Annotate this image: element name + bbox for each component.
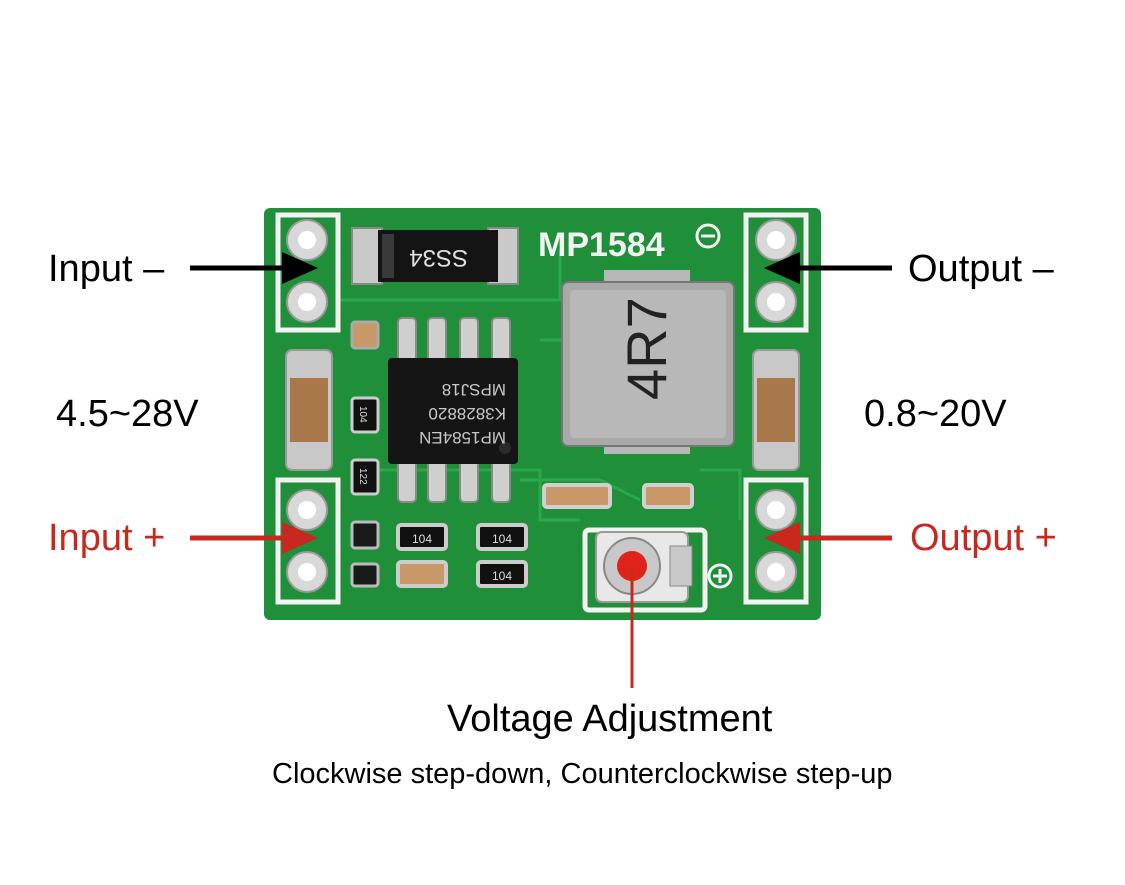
voltage-adjustment-subtitle: Clockwise step-down, Counterclockwise st… [272, 758, 893, 790]
silkscreen-frames [275, 212, 809, 613]
ic-marking-2: K3828820 [428, 404, 506, 423]
plus-symbol-icon [707, 563, 733, 589]
ic-marking-1: MP1584EN [419, 428, 506, 447]
through-hole-pads [286, 219, 797, 593]
ic-marking-3: MPSJ18 [442, 380, 506, 399]
output-plus-label: Output + [910, 517, 1057, 559]
input-voltage-range: 4.5~28V [56, 393, 199, 435]
ic-mp1584en: MP1584EN K3828820 MPSJ18 [388, 317, 518, 503]
pcb-traces [340, 250, 742, 522]
input-minus-label: Input – [48, 248, 165, 290]
resistor-104-c: 104 [492, 569, 512, 583]
output-minus-label: Output – [908, 248, 1054, 290]
resistor-122: 122 [357, 468, 368, 485]
input-capacitor [285, 349, 333, 471]
output-voltage-range: 0.8~20V [864, 393, 1007, 435]
output-plus-arrow [764, 522, 892, 554]
chip-name-silkscreen: MP1584 [538, 226, 665, 264]
minus-symbol-icon [695, 223, 721, 249]
input-minus-arrow [190, 252, 318, 284]
resistor-104-vertical: 104 [357, 406, 368, 423]
trimmer-potentiometer [595, 531, 693, 603]
pcb-board [264, 208, 821, 620]
resistor-104-a: 104 [412, 532, 432, 546]
inductor-marking: 4R7 [615, 297, 678, 400]
output-minus-arrow [764, 252, 892, 284]
input-plus-arrow [190, 522, 318, 554]
output-capacitor [752, 349, 800, 471]
diode-ss34: SS34 [351, 227, 519, 285]
smd-parts: 104 122 104 104 104 [350, 320, 694, 588]
diode-marking: SS34 [409, 244, 468, 271]
voltage-adjustment-title: Voltage Adjustment [447, 698, 773, 740]
resistor-104-b: 104 [492, 532, 512, 546]
input-plus-label: Input + [48, 517, 166, 559]
inductor-4r7: 4R7 [561, 270, 735, 454]
